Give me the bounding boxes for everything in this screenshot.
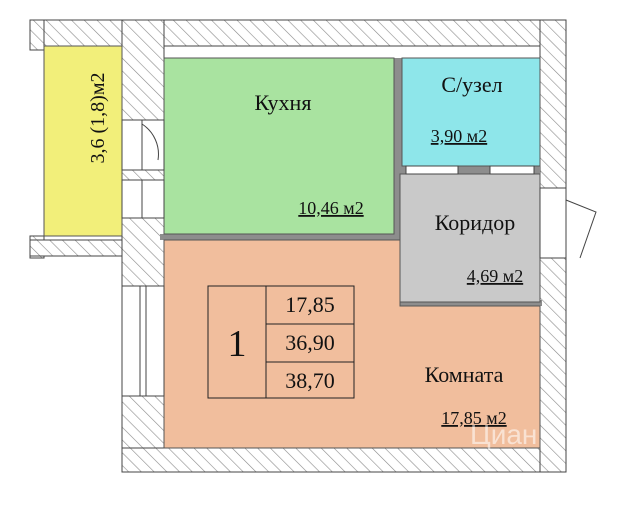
bathroom-area: [401, 57, 541, 167]
living-room-area: [163, 239, 541, 449]
doors-windows: [121, 119, 597, 397]
kitchen-label: Кухня: [255, 90, 312, 115]
corridor-label: Коридор: [435, 210, 516, 235]
living-room-area-label: 17,85 м2: [441, 408, 506, 428]
corridor-area-label: 4,69 м2: [467, 266, 523, 286]
bathroom-area-label: 3,90 м2: [431, 126, 487, 146]
balcony: [43, 45, 123, 237]
living-room-label: Комната: [425, 362, 504, 387]
total-with-balcony-value: 38,70: [285, 368, 335, 393]
area-summary-table: [207, 285, 355, 399]
kitchen-area-label: 10,46 м2: [298, 198, 363, 218]
living-area-value: 17,85: [285, 292, 335, 317]
rooms-count: 1: [228, 323, 247, 365]
bathroom-label: С/узел: [441, 72, 502, 97]
kitchen-area: [163, 57, 395, 235]
total-area-value: 36,90: [285, 330, 335, 355]
corridor-area: [399, 173, 541, 303]
watermark: Циан: [470, 419, 537, 450]
balcony-area-label: 3,6 (1,8)м2: [87, 73, 109, 164]
